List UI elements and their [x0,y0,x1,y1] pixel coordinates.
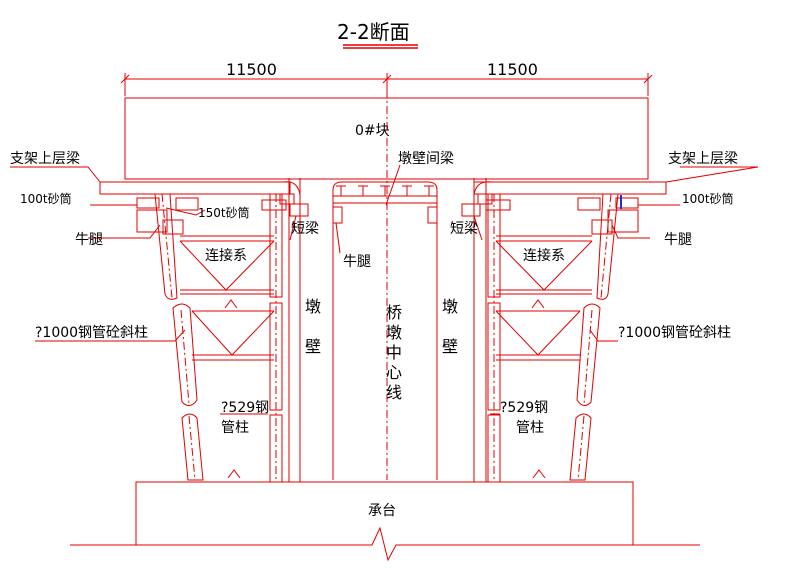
inter-pier-beam [332,181,438,480]
pier-wall-right [473,178,493,482]
center-line-char-3: 中 [386,343,402,362]
pier-wall-right-char-1: 墩 [442,297,458,316]
center-line-char-4: 心 [386,363,402,382]
center-line-char-2: 墩 [386,323,402,342]
short-beam-left-label: 短梁 [291,221,319,237]
column-529-left-label-1: ?529钢 [221,400,269,416]
corbel-left [136,193,295,235]
column-529-left-label-2: 管柱 [221,420,249,436]
corbel-right-label: 牛腿 [664,232,692,248]
column-529-left [269,193,283,483]
leader-lines [10,164,759,415]
cap-label: 承台 [368,503,396,519]
center-line-char-5: 线 [386,383,402,402]
upper-beam-left-label: 支架上层梁 [10,151,80,167]
hanger-symbols [336,185,434,196]
column-529-right-label-1: ?529钢 [500,400,548,416]
upper-beam-right [473,181,667,195]
bracing-left-label: 连接系 [205,247,247,264]
column-1000-right [569,193,619,481]
pier-wall-beam-label: 墩壁间梁 [398,151,454,167]
block-0-label: 0#块 [355,123,390,139]
weld-marks [224,299,546,479]
center-line-char-1: 桥 [386,303,402,322]
bracing-left [179,235,275,361]
short-beam-right-label: 短梁 [450,221,478,237]
bracing-right [495,235,593,361]
dimension-left: 11500 [226,60,277,79]
upper-beam-right-label: 支架上层梁 [668,151,738,167]
dimension-right: 11500 [487,60,538,79]
column-529-right-label-2: 管柱 [516,420,544,436]
pier-wall-right-char-2: 壁 [442,337,458,356]
column-1000-left [154,193,204,481]
pier-wall-left [282,178,301,482]
drawing-title: 2-2断面 [337,20,410,44]
short-beam-right [461,203,481,217]
sand-cylinder-100-left-label: 100t砂筒 [20,191,72,206]
column-1000-left-label: ?1000钢管砼斜柱 [35,325,148,341]
upper-beam-left [99,181,291,195]
column-1000-right-label: ?1000钢管砼斜柱 [618,325,731,341]
pier-wall-left-char-2: 壁 [305,337,321,356]
corbel-center-label: 牛腿 [343,254,371,270]
sand-cylinder-100-right-label: 100t砂筒 [682,191,734,206]
column-529-right [487,193,501,483]
sand-cylinder-150-label: 150t砂筒 [198,205,250,220]
bracing-right-label: 连接系 [523,247,565,264]
pile-cap [70,481,700,562]
corbel-right [477,193,639,235]
short-beam-left [289,203,309,217]
pier-wall-left-char-1: 墩 [305,297,321,316]
corbel-left-label: 牛腿 [75,232,103,248]
